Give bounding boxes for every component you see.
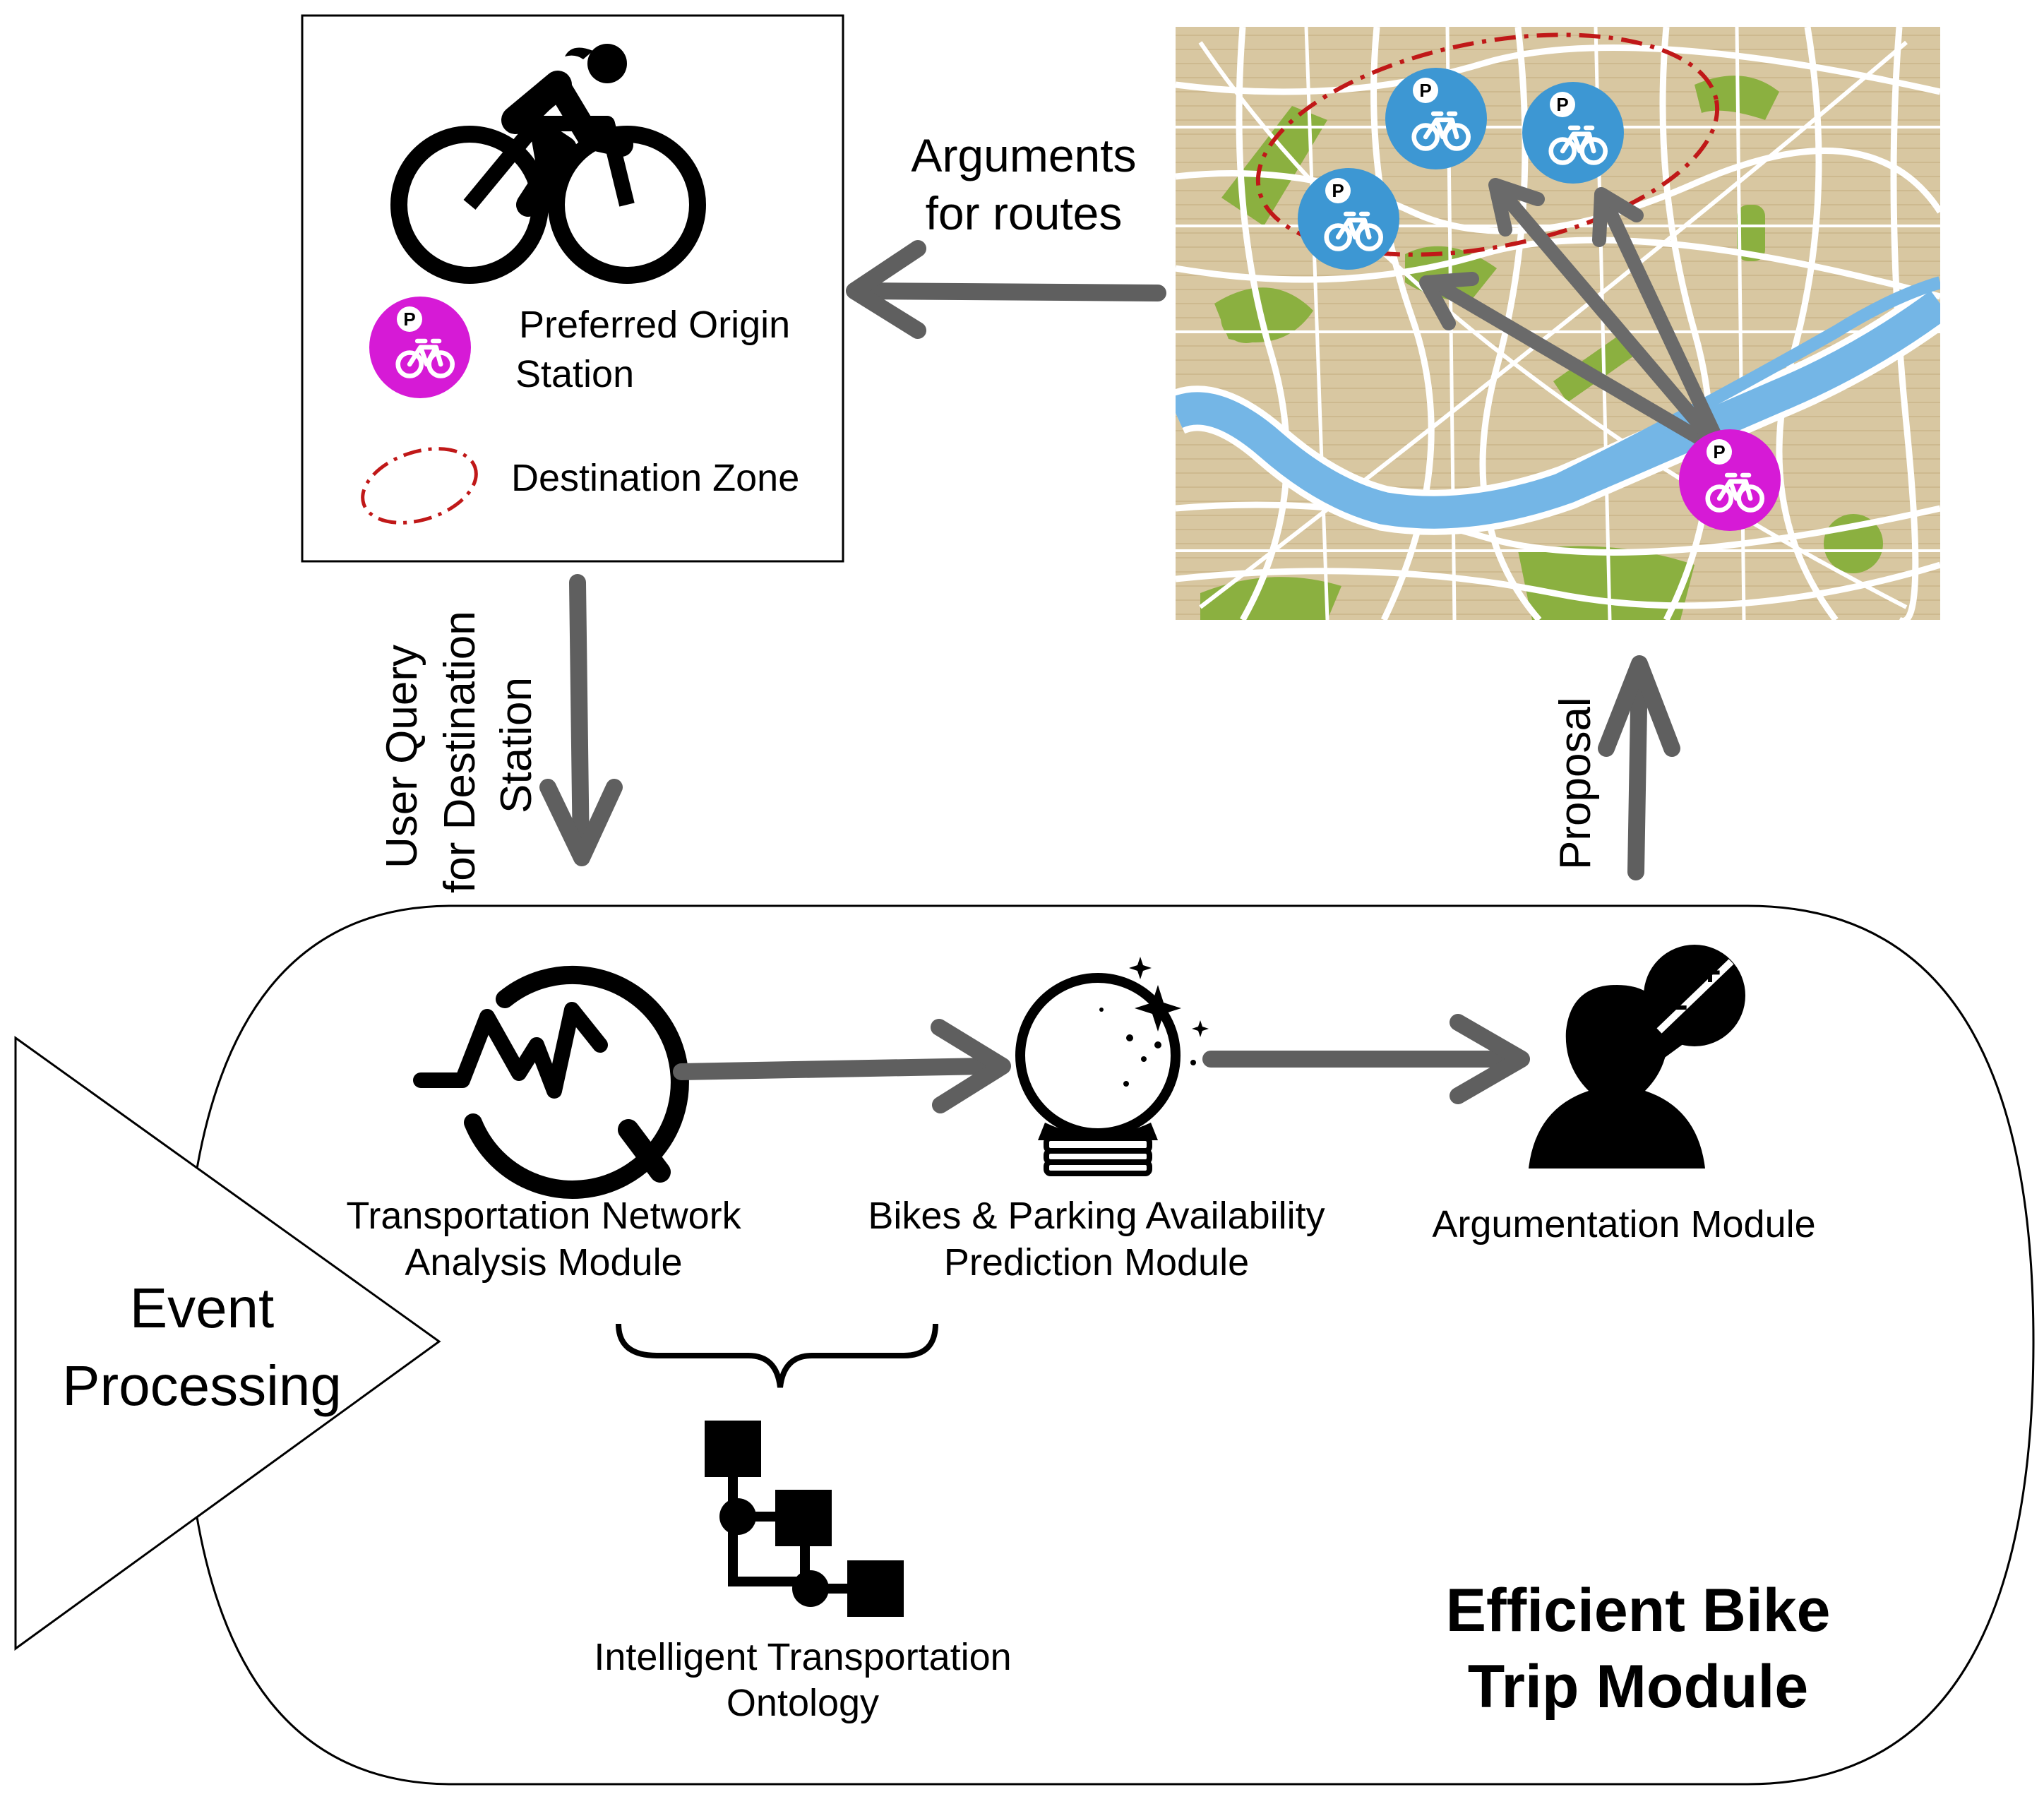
svg-text:User Query: User Query — [378, 645, 426, 868]
argumentation-icon: + − — [1529, 945, 1745, 1169]
crystal-ball-icon — [1015, 957, 1209, 1176]
destination-station-3: P — [1522, 82, 1624, 184]
prediction-to-argumentation-arrow — [1202, 1014, 1530, 1104]
zone-legend-label: Destination Zone — [511, 457, 799, 499]
proposal-label: Proposal — [1551, 697, 1600, 870]
destination-station-1: P — [1298, 168, 1399, 270]
origin-station-legend-icon: P — [369, 297, 471, 398]
svg-text:Station: Station — [492, 677, 541, 813]
legend-box: P Preferred Origin Station Destination Z… — [301, 14, 844, 563]
ontology-icon — [705, 1421, 904, 1617]
network-module-label-line1: Transportation Network — [346, 1195, 741, 1237]
origin-legend-label-line2: Station — [515, 353, 634, 395]
prediction-module-label-line2: Prediction Module — [944, 1241, 1249, 1284]
prediction-module-label-line1: Bikes & Parking Availability — [868, 1195, 1325, 1237]
origin-station: P — [1679, 429, 1781, 531]
arguments-label-line1: Arguments — [911, 129, 1136, 181]
route-arrows — [1419, 178, 1730, 459]
container-title-line1: Efficient Bike — [1446, 1577, 1831, 1644]
svg-text:P: P — [1556, 94, 1568, 115]
arguments-arrow — [846, 240, 1166, 339]
event-processing-label-line1: Event — [130, 1277, 275, 1339]
plus-glyph: + — [1699, 951, 1721, 993]
city-map — [1176, 27, 1940, 620]
container-title-line2: Trip Module — [1468, 1653, 1809, 1721]
query-arrow — [539, 574, 623, 866]
argumentation-module-label: Argumentation Module — [1432, 1203, 1815, 1245]
network-analysis-icon — [413, 965, 689, 1199]
road-network — [1176, 27, 1940, 620]
svg-text:for Destination: for Destination — [436, 611, 484, 893]
network-to-prediction-arrow — [673, 1019, 1011, 1113]
ontology-label-line1: Intelligent Transportation — [594, 1636, 1011, 1678]
arguments-label-line2: for routes — [926, 187, 1123, 239]
svg-text:P: P — [1332, 180, 1344, 201]
svg-text:P: P — [1419, 80, 1431, 101]
event-processing-block — [14, 1036, 441, 1651]
proposal-arrow — [1598, 655, 1680, 880]
grouping-brace — [616, 1323, 938, 1388]
cyclist-icon — [390, 44, 706, 284]
ontology-label-line2: Ontology — [727, 1682, 879, 1724]
query-label: User Query for Destination Station — [378, 611, 541, 893]
parking-glyph: P — [403, 309, 415, 330]
svg-text:P: P — [1713, 441, 1725, 462]
event-processing-label-line2: Processing — [62, 1354, 342, 1417]
destination-zone-legend-icon — [361, 447, 478, 525]
network-module-label-line2: Analysis Module — [405, 1241, 682, 1284]
minus-glyph: − — [1666, 986, 1688, 1029]
destination-zone — [1255, 32, 1720, 257]
origin-legend-label-line1: Preferred Origin — [519, 304, 790, 346]
destination-station-2: P — [1385, 68, 1487, 169]
